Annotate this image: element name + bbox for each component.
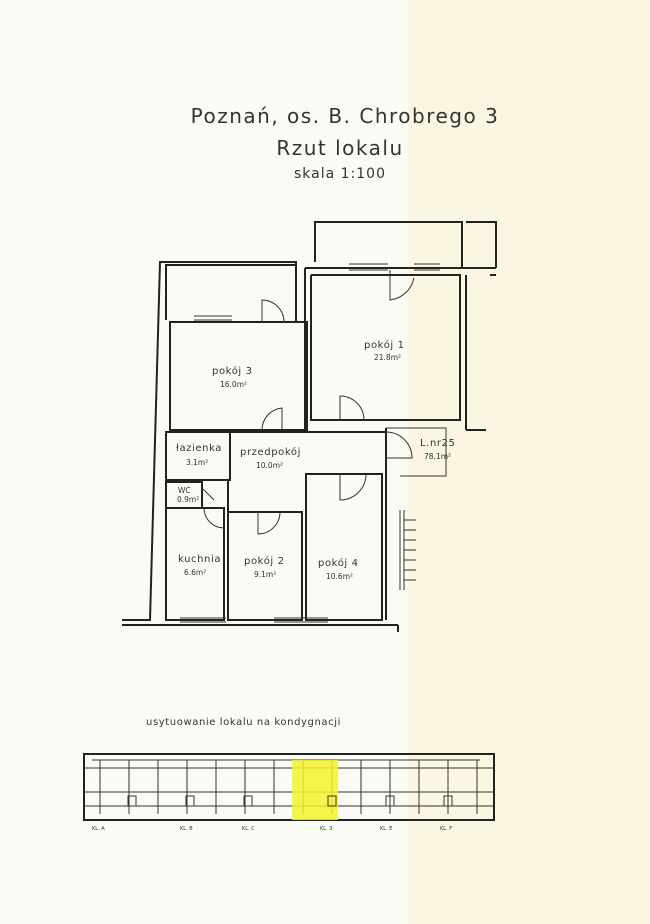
stair-label-e: KL. E <box>380 826 392 832</box>
room-name-wc: WC <box>178 486 191 495</box>
room-name-lazienka: łazienka <box>176 443 222 454</box>
strip-stairs <box>127 795 453 807</box>
windows <box>180 263 440 623</box>
apartment-number: L.nr25 <box>420 438 456 449</box>
stair-label-a: KL. A <box>92 826 105 832</box>
room-area-kuchnia: 6.6m² <box>184 568 206 577</box>
balcony-outlines <box>165 221 497 320</box>
room-name-pokoj-4: pokój 4 <box>318 557 359 569</box>
staircase <box>399 510 416 590</box>
room-name-pokoj-1: pokój 1 <box>364 339 405 351</box>
highlighted-apartment <box>292 760 338 820</box>
stair-label-3: KL. 3 <box>320 826 332 832</box>
stair-label-b: KL. B <box>180 826 193 832</box>
room-area-przedpokoj: 10.0m² <box>256 461 283 470</box>
plan-subtitle: Rzut lokalu <box>276 136 404 160</box>
room-area-pokoj-2: 9.1m² <box>254 570 276 579</box>
apartment-total-area: 78.1m² <box>424 452 451 461</box>
stair-label-c: KL. C <box>242 826 255 832</box>
room-name-przedpokoj: przedpokój <box>240 446 301 458</box>
door-swings <box>201 270 415 535</box>
location-caption: usytuowanie lokalu na kondygnacji <box>146 717 341 728</box>
room-area-pokoj-3: 16.0m² <box>220 380 247 389</box>
building-floor-strip <box>83 753 495 821</box>
interior-walls <box>165 274 461 621</box>
stair-label-f: KL. F <box>440 826 452 832</box>
room-area-pokoj-4: 10.6m² <box>326 572 353 581</box>
room-name-pokoj-3: pokój 3 <box>212 365 253 377</box>
room-area-lazienka: 3.1m² <box>186 458 208 467</box>
room-name-pokoj-2: pokój 2 <box>244 555 285 567</box>
room-area-wc: 0.9m² <box>177 495 199 504</box>
room-name-kuchnia: kuchnia <box>178 554 221 565</box>
room-area-pokoj-1: 21.8m² <box>374 353 401 362</box>
scale-label: skala 1:100 <box>294 166 386 182</box>
address-title: Poznań, os. B. Chrobrego 3 <box>190 104 500 128</box>
